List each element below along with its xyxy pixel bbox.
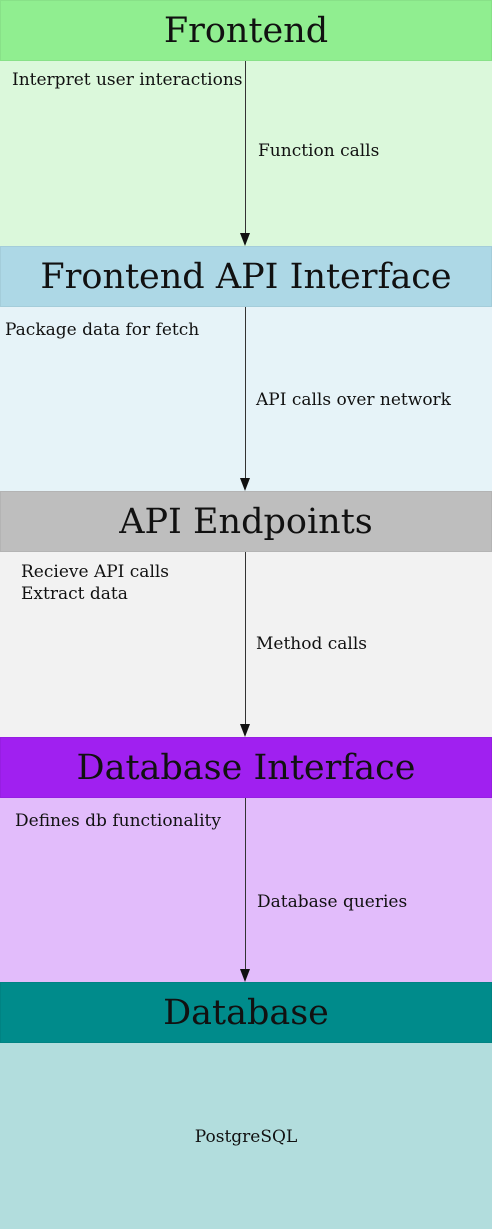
layer-api-endpoints: API Endpoints Recieve API calls Extract … <box>0 491 492 737</box>
arrowhead-icon <box>240 233 250 246</box>
layer-body: Recieve API calls Extract data <box>0 552 492 737</box>
layer-database-interface: Database Interface Defines db functional… <box>0 737 492 982</box>
layer-title: Database Interface <box>0 737 492 798</box>
edge-label: Function calls <box>258 141 380 161</box>
layer-title: API Endpoints <box>0 491 492 552</box>
arrowhead-icon <box>240 969 250 982</box>
edge-line <box>245 61 246 235</box>
layer-note: Recieve API calls Extract data <box>21 562 170 604</box>
layer-note: PostgreSQL <box>194 1127 298 1147</box>
arrowhead-icon <box>240 478 250 491</box>
layer-database: Database PostgreSQL <box>0 982 492 1229</box>
edge-line <box>245 307 246 479</box>
layer-title: Frontend API Interface <box>0 246 492 307</box>
layer-title: Frontend <box>0 0 492 61</box>
layer-body: Interpret user interactions <box>0 61 492 246</box>
edge-label: Method calls <box>256 634 368 654</box>
layer-note: Interpret user interactions <box>12 70 243 90</box>
layer-frontend-api-interface: Frontend API Interface Package data for … <box>0 246 492 491</box>
layer-note: Defines db functionality <box>15 811 221 831</box>
layer-body: Defines db functionality <box>0 798 492 982</box>
layer-title: Database <box>0 982 492 1043</box>
edge-label: API calls over network <box>256 390 451 410</box>
edge-line <box>245 552 246 725</box>
edge-label: Database queries <box>257 892 408 912</box>
layer-body: PostgreSQL <box>0 1043 492 1229</box>
edge-line <box>245 798 246 970</box>
arrowhead-icon <box>240 724 250 737</box>
layer-frontend: Frontend Interpret user interactions <box>0 0 492 246</box>
layer-note: Package data for fetch <box>5 320 200 340</box>
layer-body: Package data for fetch <box>0 307 492 491</box>
